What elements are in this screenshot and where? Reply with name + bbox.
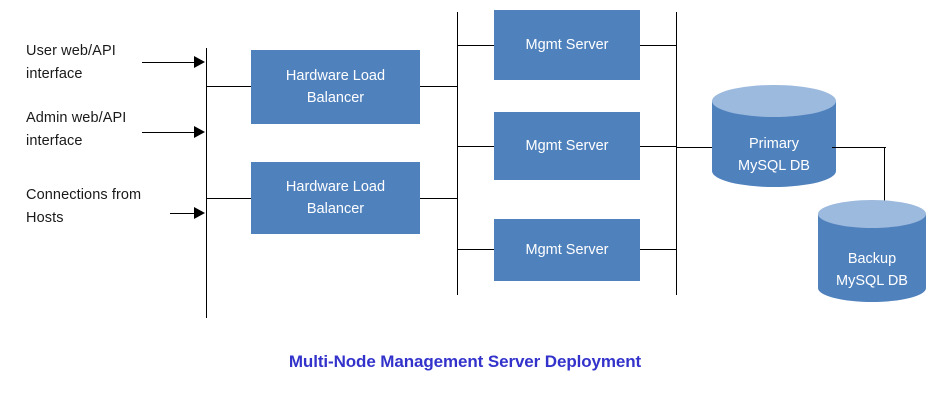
arrow-line-user-web-api — [142, 62, 195, 63]
primary-db-cylinder-top — [712, 85, 836, 117]
input-label-user-web-api-interface: User web/API interface — [26, 43, 116, 83]
mgmt-back-bus-line — [676, 12, 677, 295]
input-label-admin-web-api-interface: Admin web/API interface — [26, 110, 127, 150]
hardware-load-balancer-1[interactable]: Hardware Load Balancer — [251, 50, 420, 124]
diagram-title: Multi-Node Management Server Deployment — [288, 352, 642, 371]
mgmt-front-bus-line — [457, 12, 458, 295]
connector-replication-down-to-backup-db — [884, 147, 885, 221]
connector-mgmt-server-1-to-bus3 — [640, 45, 677, 46]
arrow-line-connections-from-hosts — [170, 213, 195, 214]
connector-bus2-to-mgmt-server-1 — [457, 45, 495, 46]
backup-db-cylinder-top — [818, 200, 926, 228]
backup-db-label: Backup MySQL DB — [836, 251, 908, 290]
connector-loadbalancer-1-to-bus2 — [420, 86, 458, 87]
connector-bus1-to-loadbalancer-2 — [206, 198, 252, 199]
connector-bus2-to-mgmt-server-3 — [457, 249, 495, 250]
primary-mysql-db[interactable]: Primary MySQL DB — [712, 85, 836, 187]
arrowhead-admin-web-api-icon — [194, 126, 205, 138]
connector-bus2-to-mgmt-server-2 — [457, 146, 495, 147]
backup-mysql-db[interactable]: Backup MySQL DB — [818, 200, 926, 305]
primary-db-label: Primary MySQL DB — [738, 136, 810, 175]
mgmt-server-1[interactable]: Mgmt Server — [494, 10, 640, 80]
connector-primary-db-to-replication-elbow — [832, 147, 886, 148]
mgmt-server-2[interactable]: Mgmt Server — [494, 112, 640, 180]
input-label-connections-from-hosts: Connections from Hosts — [26, 187, 142, 227]
arrowhead-user-web-api-icon — [194, 56, 205, 68]
backup-db-cylinder-bottom — [818, 274, 926, 302]
ingress-bus-line — [206, 48, 207, 318]
connector-mgmt-server-2-to-bus3 — [640, 146, 677, 147]
hardware-load-balancer-2[interactable]: Hardware Load Balancer — [251, 162, 420, 234]
arrow-line-admin-web-api — [142, 132, 195, 133]
connector-bus3-to-primary-db — [676, 147, 724, 148]
primary-db-cylinder-bottom — [712, 155, 836, 187]
arrowhead-connections-from-hosts-icon — [194, 207, 205, 219]
connector-mgmt-server-3-to-bus3 — [640, 249, 677, 250]
connector-bus1-to-loadbalancer-1 — [206, 86, 252, 87]
mgmt-server-3[interactable]: Mgmt Server — [494, 219, 640, 281]
connector-loadbalancer-2-to-bus2 — [420, 198, 458, 199]
